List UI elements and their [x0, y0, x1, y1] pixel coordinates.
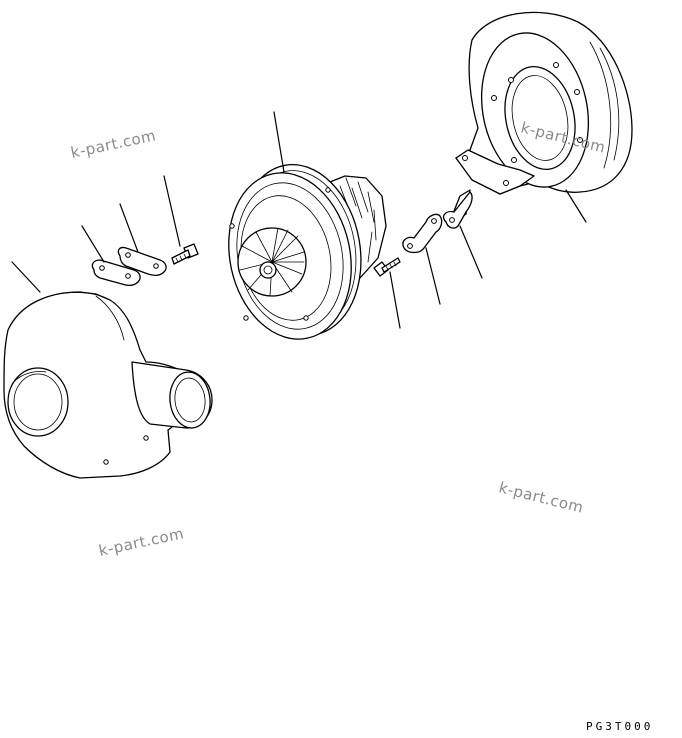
bolt-right [373, 257, 401, 277]
bolt-left [171, 243, 199, 265]
lock-plate-right-a [442, 189, 473, 229]
lock-plate-left-b [117, 246, 167, 276]
lock-plate-right-b [402, 213, 443, 254]
watermark-text: k-part.com [69, 126, 158, 162]
compressor-housing [3, 291, 213, 479]
watermark-text: k-part.com [497, 478, 585, 516]
cartridge-assembly [228, 164, 387, 340]
lock-plate-left-a [91, 259, 141, 286]
turbine-housing [455, 11, 633, 195]
watermark-text: k-part.com [97, 524, 186, 560]
leader-lines [11, 111, 587, 329]
drawing-code: PG3T000 [586, 720, 653, 733]
